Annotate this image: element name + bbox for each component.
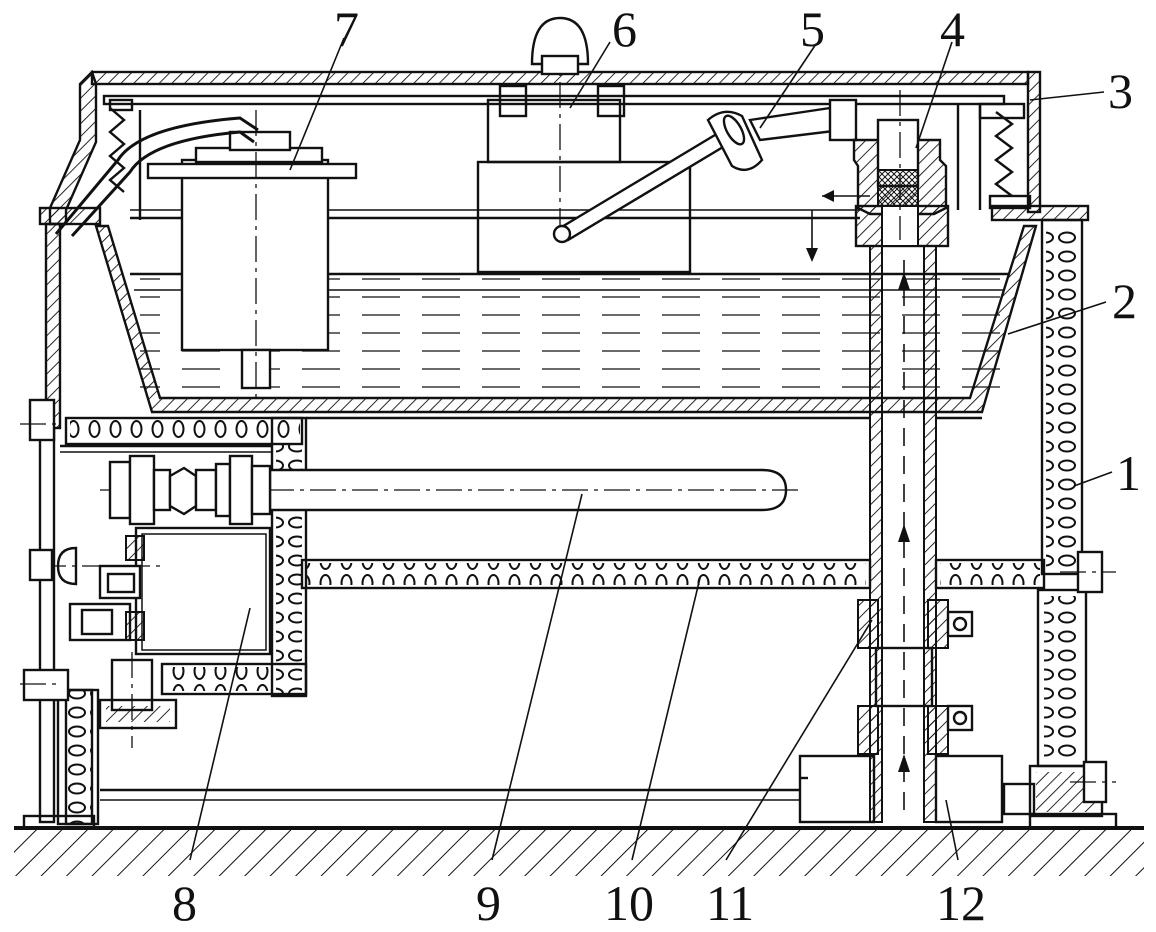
label-11: 11 xyxy=(706,875,754,931)
lid-mechanism xyxy=(102,16,1032,274)
label-4: 4 xyxy=(940,1,965,57)
side-bolts xyxy=(20,423,1116,804)
heating-element xyxy=(100,454,804,526)
float-assembly xyxy=(54,110,358,400)
label-9: 9 xyxy=(476,875,501,931)
label-3: 3 xyxy=(1108,63,1133,119)
leader-lines xyxy=(189,37,1113,861)
drain-fittings xyxy=(100,754,1036,824)
label-10: 10 xyxy=(604,875,654,931)
label-7: 7 xyxy=(334,1,359,57)
callout-labels: 7 6 5 4 3 2 1 8 9 10 11 12 xyxy=(172,1,1141,931)
label-1: 1 xyxy=(1116,445,1141,501)
label-6: 6 xyxy=(612,1,637,57)
valve-seat xyxy=(806,90,950,262)
ground-base xyxy=(14,812,1144,876)
riser-pipe xyxy=(857,245,974,823)
thermostat-box xyxy=(22,398,272,748)
label-12: 12 xyxy=(936,875,986,931)
label-5: 5 xyxy=(800,1,825,57)
label-8: 8 xyxy=(172,875,197,931)
label-2: 2 xyxy=(1112,273,1137,329)
